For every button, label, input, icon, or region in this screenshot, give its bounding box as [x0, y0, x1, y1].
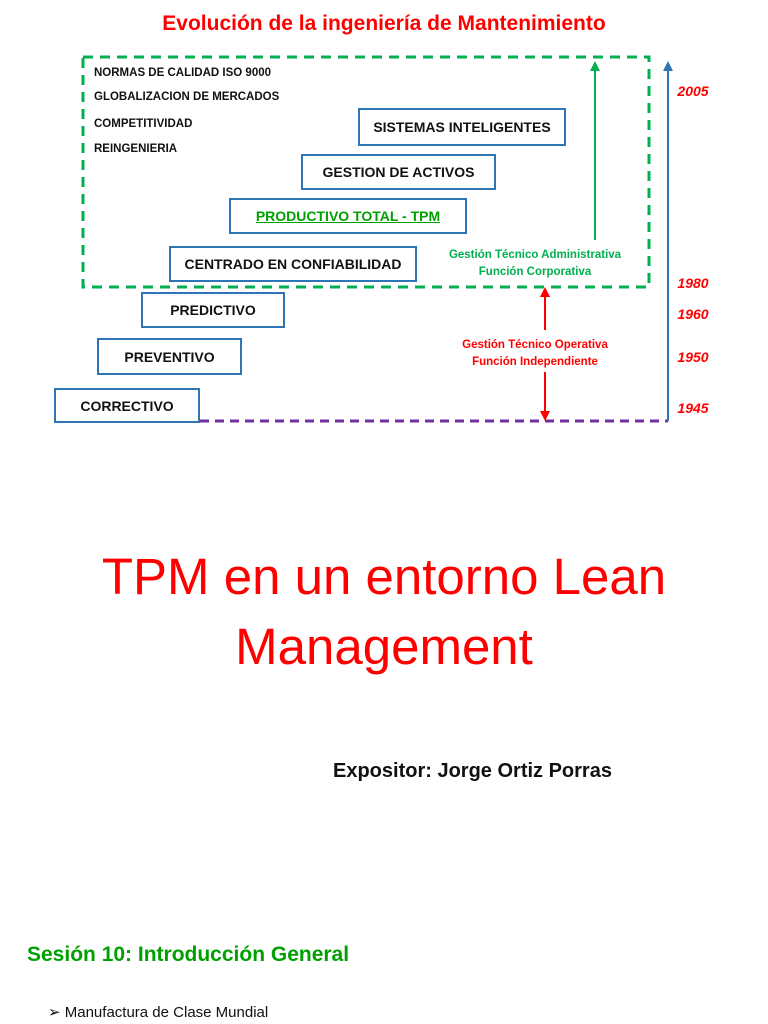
stage-gestion-activos: GESTION DE ACTIVOS	[301, 154, 496, 190]
management-operative: Gestión Técnico Operativa Función Indepe…	[430, 337, 640, 371]
stage-correctivo: CORRECTIVO	[54, 388, 200, 423]
expositor: Expositor: Jorge Ortiz Porras	[333, 760, 612, 782]
note-iso: NORMAS DE CALIDAD ISO 9000	[94, 67, 272, 79]
stage-preventivo: PREVENTIVO	[97, 338, 242, 375]
year-1950: 1950	[677, 349, 709, 365]
stage-tpm: PRODUCTIVO TOTAL - TPM	[229, 198, 467, 234]
diagram-lines	[81, 55, 673, 423]
diagram-title: Evolución de la ingeniería de Mantenimie…	[162, 12, 606, 35]
main-title: TPM en un entorno Lean Management	[0, 542, 768, 682]
session-heading: Sesión 10: Introducción General	[27, 943, 350, 966]
main-title-line2: Management	[235, 618, 533, 675]
stage-confiabilidad: CENTRADO EN CONFIABILIDAD	[169, 246, 417, 282]
year-2005: 2005	[677, 83, 709, 99]
note-globalizacion: GLOBALIZACION DE MERCADOS	[94, 91, 280, 103]
dashed-frame	[81, 55, 651, 289]
management-administrative-line2: Función Corporativa	[478, 266, 592, 278]
bullet-text: Manufactura de Clase Mundial	[64, 1004, 269, 1021]
note-reingenieria: REINGENIERIA	[94, 143, 178, 155]
year-1960: 1960	[677, 306, 709, 322]
stage-sistemas-inteligentes: SISTEMAS INTELIGENTES	[358, 108, 566, 146]
year-1980: 1980	[677, 275, 709, 291]
stage-predictivo: PREDICTIVO	[141, 292, 285, 328]
management-administrative: Gestión Técnico Administrativa Función C…	[430, 247, 640, 281]
bullet-item: ➢ Manufactura de Clase Mundial	[48, 1003, 268, 1021]
arrow-bullet-icon: ➢	[48, 1004, 61, 1021]
main-title-line1: TPM en un entorno Lean	[101, 548, 667, 605]
management-administrative-line1: Gestión Técnico Administrativa	[448, 249, 622, 261]
management-operative-line1: Gestión Técnico Operativa	[462, 339, 608, 351]
management-operative-line2: Función Independiente	[472, 356, 598, 368]
year-1945: 1945	[677, 400, 709, 416]
note-competitividad: COMPETITIVIDAD	[94, 118, 193, 130]
